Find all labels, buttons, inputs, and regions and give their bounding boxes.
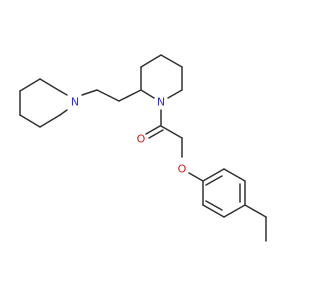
atom-label-n-piperidine: N [71, 96, 79, 109]
piperidine-ring-right [140, 54, 183, 99]
double-bond [205, 200, 223, 211]
bond [118, 89, 142, 102]
bond [39, 78, 61, 92]
double-bond [145, 125, 161, 135]
bond [39, 114, 61, 128]
ethyl-substituent [244, 204, 267, 242]
atom-label-n-amide: N [157, 96, 165, 109]
atom-label-o-ether: O [178, 163, 187, 176]
bond [188, 172, 204, 182]
piperidine-ring-left [19, 78, 68, 128]
bond [202, 168, 225, 182]
bond [202, 204, 225, 218]
phenyl-ring [188, 168, 246, 218]
bond [19, 78, 41, 92]
acyl-chain [145, 109, 183, 158]
bond [59, 90, 68, 96]
bond [223, 168, 246, 182]
atom-label-o-carbonyl: O [137, 133, 146, 146]
double-bond [205, 175, 223, 186]
bond [167, 89, 183, 99]
bond [160, 54, 183, 68]
ethyl-linker [81, 89, 142, 102]
double-bond [148, 129, 164, 139]
molecule-structure-diagram: N N O O [19, 54, 267, 242]
bond [160, 125, 183, 139]
bond [81, 89, 98, 96]
bond [140, 54, 162, 68]
bond [223, 204, 246, 218]
bond [59, 109, 68, 116]
bond [96, 89, 120, 102]
bond [244, 204, 267, 218]
bond [140, 89, 155, 99]
bond [19, 114, 41, 128]
